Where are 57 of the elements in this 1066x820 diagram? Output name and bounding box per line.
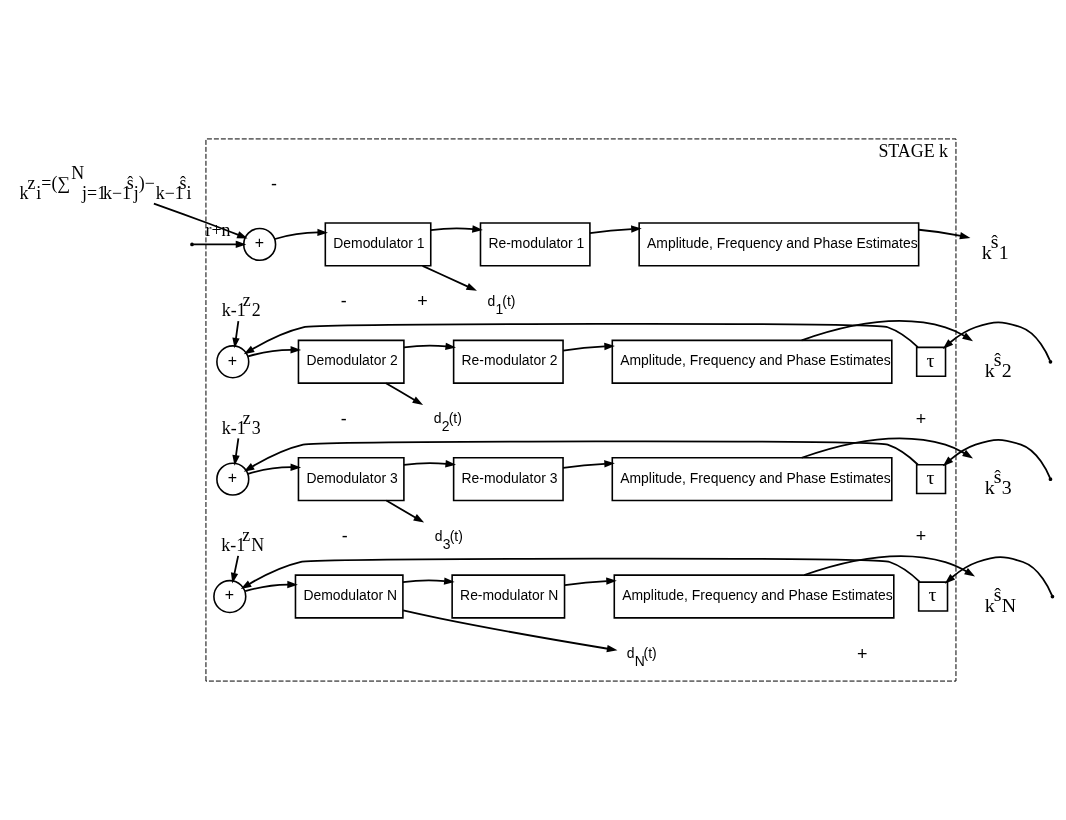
node-box: Demodulator 2: [297, 339, 405, 384]
arrow: [403, 460, 456, 468]
node-box: Demodulator N: [294, 574, 404, 619]
arrow: [274, 228, 328, 240]
node-box: Amplitude, Frequency and Phase Estimates: [611, 456, 893, 502]
arrow: [564, 577, 617, 587]
arrow: [421, 264, 477, 291]
node-circle: +: [242, 227, 277, 262]
arrow: [385, 382, 424, 405]
node-box: Re-modulator N: [451, 574, 566, 619]
node-circle: +: [216, 345, 250, 379]
arrow: [429, 225, 483, 233]
arrow: [247, 463, 302, 475]
label: +: [915, 526, 927, 547]
label: +: [417, 291, 428, 312]
arrow: [403, 342, 456, 350]
arrow: [230, 554, 240, 584]
arrow: [243, 323, 919, 355]
arrow: [247, 346, 302, 358]
arrow: [944, 556, 1053, 597]
arrow: [232, 320, 240, 349]
node-box: τ: [915, 463, 947, 495]
node-box: Amplitude, Frequency and Phase Estimates: [611, 339, 893, 384]
node-box: Re-modulator 1: [479, 222, 591, 267]
arrow: [800, 437, 974, 459]
label: +: [856, 643, 868, 664]
node-circle: +: [213, 579, 247, 614]
arrow: [800, 320, 974, 342]
label: -: [340, 291, 347, 312]
arrow: [942, 321, 1051, 362]
arrow: [589, 225, 642, 235]
arrow: [243, 440, 919, 472]
arrow: [803, 555, 975, 577]
node-box: Demodulator 1: [324, 222, 432, 267]
label: -: [271, 174, 278, 195]
arrow: [385, 499, 425, 523]
arrow: [402, 609, 618, 653]
node-box: Amplitude, Frequency and Phase Estimates: [613, 574, 895, 619]
node-box: τ: [917, 581, 949, 612]
node-box: Re-modulator 3: [452, 456, 564, 502]
arrow: [562, 342, 615, 352]
label: -: [340, 408, 347, 429]
label: -: [341, 526, 348, 547]
label: +: [915, 408, 927, 429]
arrow: [402, 577, 455, 585]
node-box: Re-modulator 2: [452, 339, 564, 384]
arrow: [232, 437, 240, 466]
node-box: Demodulator 3: [297, 456, 405, 502]
arrow: [562, 460, 615, 469]
node-box: τ: [915, 346, 947, 377]
arrow: [244, 580, 298, 593]
arrow: [152, 202, 248, 239]
node-circle: +: [216, 462, 250, 496]
node-box: Amplitude, Frequency and Phase Estimates: [638, 222, 920, 267]
arrow: [942, 438, 1051, 479]
arrow: [917, 228, 971, 240]
arrow: [240, 557, 921, 590]
